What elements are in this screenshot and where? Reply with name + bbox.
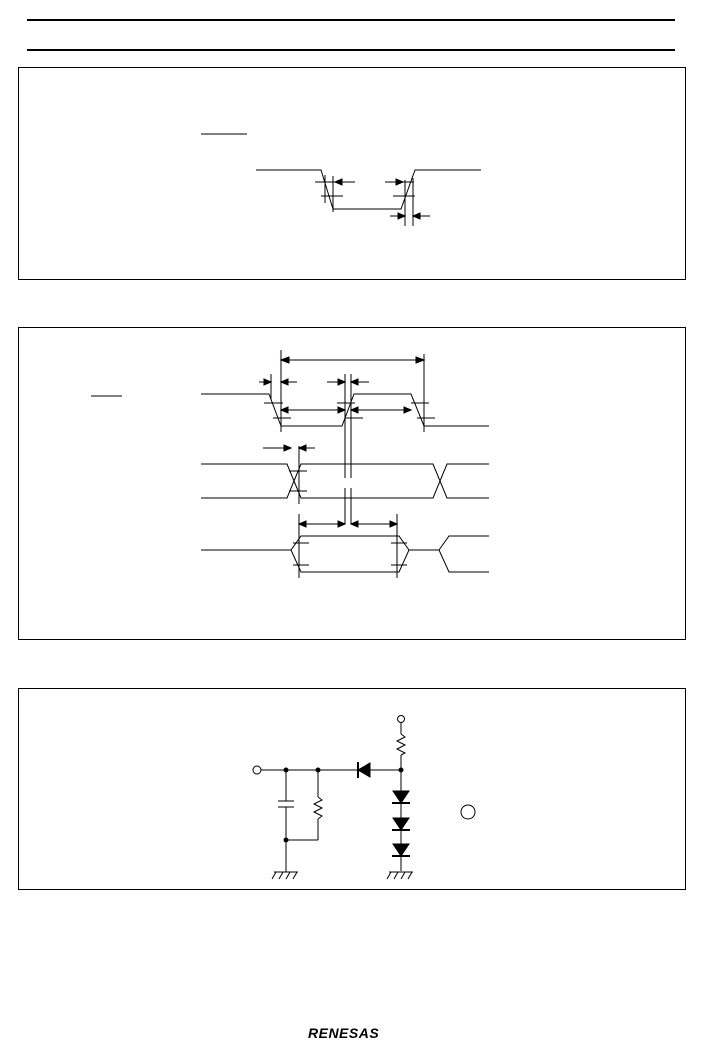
arrow-left-icon <box>349 520 359 528</box>
timing-diagram-2 <box>91 350 489 578</box>
load-circuit-panel <box>18 688 686 890</box>
junction-dot <box>315 767 321 773</box>
capacitor-icon <box>278 800 294 808</box>
arrow-left-icon <box>279 356 290 364</box>
arrow-left-icon <box>349 406 359 414</box>
arrow-left-icon <box>279 378 289 386</box>
bus-waveform-lower <box>201 463 489 499</box>
arrow-right-icon <box>263 378 273 386</box>
arrow-right-icon <box>337 520 347 528</box>
junction-dot <box>283 837 289 843</box>
arrow-left-icon <box>297 520 307 528</box>
arrow-right-icon <box>337 406 347 414</box>
terminal-icon <box>252 765 262 775</box>
resistor-icon <box>312 796 324 820</box>
timing-diagram-panel-1 <box>18 67 686 280</box>
signal-waveform <box>256 169 481 210</box>
diode-icon <box>392 843 410 857</box>
load-circuit-diagram <box>252 715 476 880</box>
data-waveform-upper <box>201 535 489 551</box>
terminal-icon <box>460 804 476 820</box>
header-rule-top <box>27 19 675 21</box>
arrow-right-icon <box>283 444 293 452</box>
timing-diagram-1 <box>201 133 481 226</box>
logo-text: RENESAS <box>308 1025 379 1041</box>
arrow-right-icon <box>403 406 413 414</box>
resistor-icon <box>395 733 407 756</box>
arrow-right-icon <box>389 520 399 528</box>
arrow-left-icon <box>349 378 359 386</box>
diode-icon <box>357 762 371 778</box>
bus-waveform-upper <box>201 463 489 499</box>
renesas-logo: RENESAS <box>308 1025 379 1041</box>
data-waveform-lower <box>290 549 489 573</box>
terminal-icon <box>397 715 405 723</box>
arrow-right-icon <box>397 212 407 220</box>
arrow-right-icon <box>395 178 405 186</box>
diode-icon <box>392 790 410 804</box>
junction-dot <box>398 767 404 773</box>
arrow-left-icon <box>333 178 343 186</box>
arrow-left-icon <box>297 444 307 452</box>
ground-symbol-icon <box>386 871 413 880</box>
diode-icon <box>392 817 410 831</box>
junction-dot <box>283 767 289 773</box>
timing-diagram-panel-2 <box>18 327 686 640</box>
arrow-right-icon <box>337 378 347 386</box>
arrow-left-icon <box>279 406 289 414</box>
header-rule-bottom <box>27 49 675 51</box>
ground-symbol-icon <box>271 867 298 880</box>
arrow-left-icon <box>411 212 421 220</box>
arrow-right-icon <box>415 356 426 364</box>
